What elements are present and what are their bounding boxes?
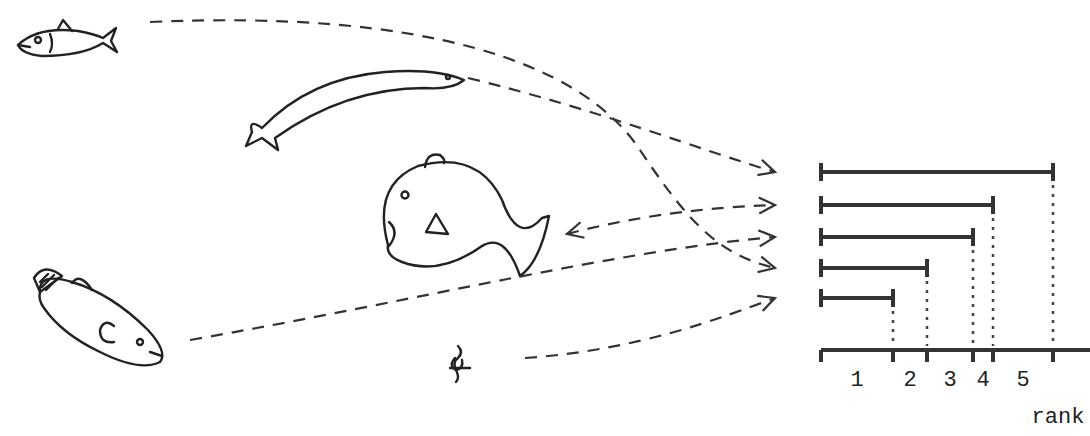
- rank-bar: [821, 228, 973, 246]
- axis-title: rank: [1032, 407, 1085, 429]
- dashed-arrow: [468, 78, 775, 172]
- rank-number: 2: [903, 370, 916, 392]
- dashed-arrow: [190, 237, 775, 340]
- dashed-arrows: [150, 20, 775, 358]
- rank-number: 4: [976, 370, 989, 392]
- rank-bar: [821, 259, 927, 277]
- rank-number: 5: [1016, 370, 1029, 392]
- round-fish: [384, 155, 549, 277]
- rank-number: 3: [943, 370, 956, 392]
- rank-axis: [821, 350, 1090, 362]
- rank-bars: [821, 163, 1053, 307]
- rank-bar: [821, 289, 893, 307]
- rank-bar: [821, 163, 1053, 181]
- rank-bar: [821, 196, 993, 214]
- dashed-arrow: [567, 205, 775, 234]
- drop-lines: [893, 185, 1053, 346]
- dashed-arrow: [150, 20, 775, 268]
- shrimp: [450, 346, 470, 382]
- small-fish: [18, 20, 117, 56]
- eel: [246, 71, 464, 150]
- rank-number: 1: [850, 370, 863, 392]
- flounder: [34, 269, 162, 365]
- dashed-arrow: [525, 298, 775, 358]
